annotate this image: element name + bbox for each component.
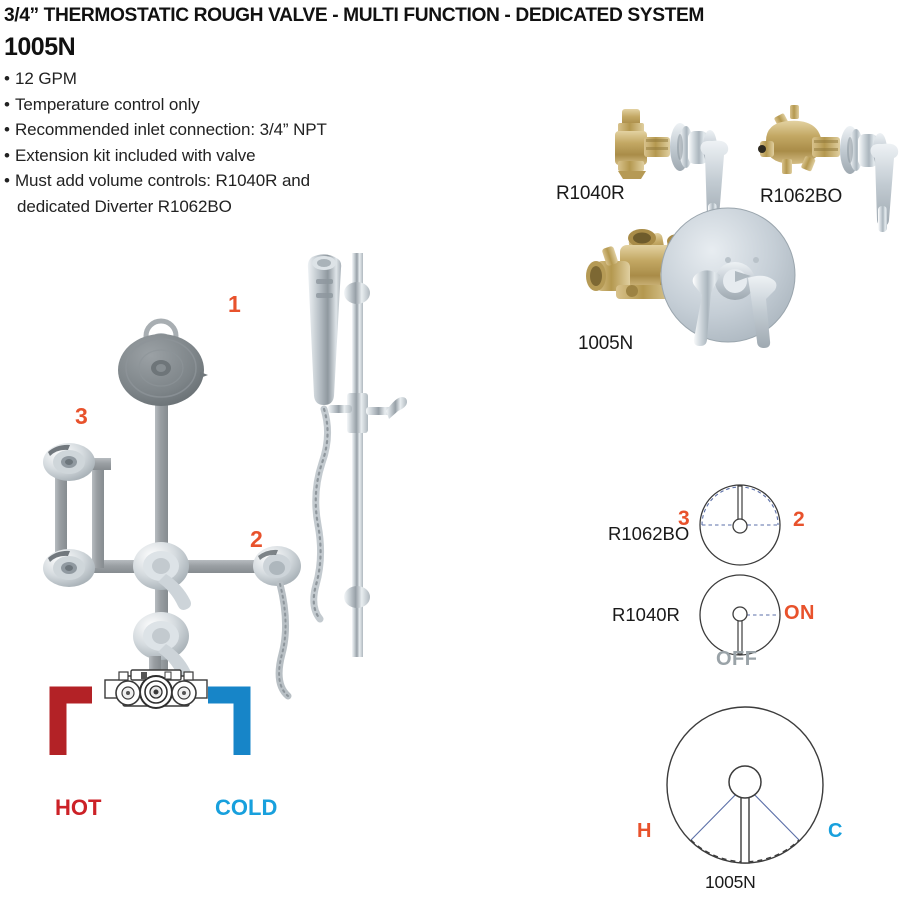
cold-label: COLD bbox=[215, 795, 278, 820]
model-number: 1005N bbox=[4, 33, 76, 61]
spec-text-continued: dedicated Diverter R1062BO bbox=[17, 196, 232, 216]
slide-bar-svg bbox=[307, 253, 407, 657]
slide-bar-assembly bbox=[300, 245, 420, 665]
bullet-icon: • bbox=[4, 94, 10, 114]
dial-hot-label: H bbox=[637, 820, 652, 842]
hot-label: HOT bbox=[55, 795, 102, 820]
spec-text: Extension kit included with valve bbox=[15, 145, 256, 165]
product-r1062bo-image bbox=[758, 105, 899, 232]
product-label-r1040r: R1040R bbox=[556, 183, 625, 204]
product-r1040r-image bbox=[615, 109, 729, 229]
dial-r1062bo bbox=[697, 482, 783, 568]
hand-shower bbox=[307, 254, 342, 405]
callout-3-bodysprays: 3 bbox=[75, 403, 88, 429]
product-photos-svg bbox=[586, 105, 899, 348]
body-spray-lower bbox=[43, 549, 95, 587]
specification-list: •12 GPM •Temperature control only •Recom… bbox=[4, 66, 434, 219]
spec-text: Must add volume controls: R1040R and bbox=[15, 171, 311, 190]
trim-valve-upper bbox=[133, 542, 191, 610]
list-item: •Temperature control only bbox=[4, 92, 434, 118]
callout-2-handshower: 2 bbox=[250, 526, 263, 552]
dial-cold-label: C bbox=[828, 820, 843, 842]
dial-on-label: ON bbox=[784, 602, 815, 624]
dial-1005n bbox=[655, 700, 835, 880]
system-schematic bbox=[30, 240, 450, 770]
dial-label-r1040r: R1040R bbox=[612, 604, 680, 625]
dial-1005n-svg bbox=[666, 706, 824, 864]
list-item: • Recommended inlet connection: 3/4” NPT bbox=[4, 117, 434, 143]
system-schematic-svg bbox=[43, 318, 301, 755]
callout-1-showerhead: 1 bbox=[228, 291, 241, 317]
list-item: • 12 GPM bbox=[4, 66, 434, 92]
bar-bracket-bottom bbox=[344, 586, 370, 608]
product-photo-group bbox=[560, 95, 900, 375]
product-1005n-image bbox=[586, 207, 796, 348]
spec-text: 12 GPM bbox=[15, 69, 77, 88]
bullet-icon: • bbox=[4, 145, 10, 165]
shower-head bbox=[118, 318, 208, 406]
handshower-outlet bbox=[253, 546, 301, 586]
bar-slider bbox=[347, 393, 368, 433]
valve-body-lineart bbox=[104, 656, 208, 709]
bullet-icon: • bbox=[4, 120, 10, 139]
trim-valve-lower bbox=[133, 612, 191, 680]
spec-text: Temperature control only bbox=[15, 94, 200, 114]
pipe-network bbox=[55, 360, 285, 690]
slider-knob bbox=[386, 397, 407, 419]
list-item: •Extension kit included with valve bbox=[4, 143, 434, 169]
dial-r1040r bbox=[697, 572, 783, 658]
dial-r1062bo-svg bbox=[699, 484, 781, 566]
body-spray-upper bbox=[43, 443, 95, 481]
dial-off-label: OFF bbox=[716, 648, 758, 670]
dial-label-1005n: 1005N bbox=[705, 872, 756, 892]
slide-bar bbox=[352, 253, 363, 657]
cold-supply-pipe bbox=[208, 686, 251, 755]
spec-text: Recommended inlet connection: 3/4” NPT bbox=[15, 120, 327, 139]
bar-bracket-top bbox=[344, 282, 370, 304]
product-label-1005n: 1005N bbox=[578, 333, 633, 354]
dial-r1040r-svg bbox=[699, 574, 781, 656]
product-label-r1062bo: R1062BO bbox=[760, 186, 843, 207]
hot-supply-pipe bbox=[49, 686, 92, 755]
dial-position-3: 3 bbox=[678, 507, 690, 530]
dial-position-2: 2 bbox=[793, 508, 805, 531]
bullet-icon: • bbox=[4, 171, 10, 190]
page-title: 3/4” THERMOSTATIC ROUGH VALVE - MULTI FU… bbox=[4, 4, 705, 26]
list-item: • Must add volume controls: R1040R and de… bbox=[4, 168, 434, 219]
bullet-icon: • bbox=[4, 69, 10, 88]
dial-label-r1062bo: R1062BO bbox=[608, 523, 690, 544]
